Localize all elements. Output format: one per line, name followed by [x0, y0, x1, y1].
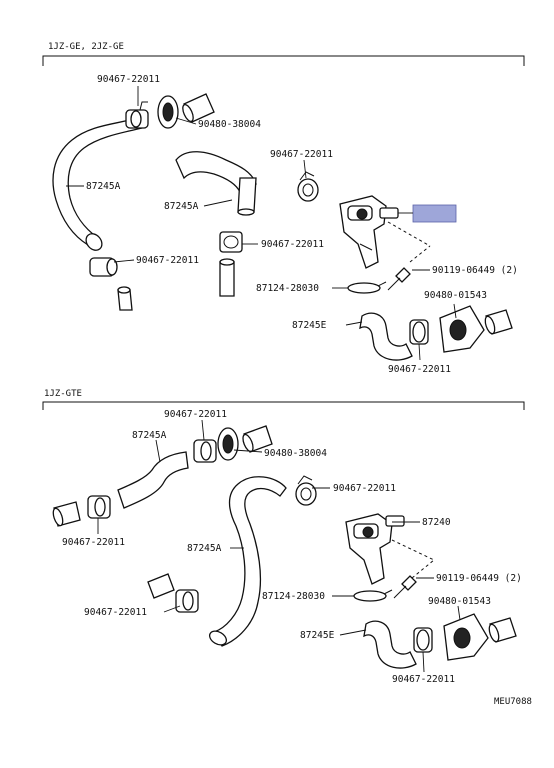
- label-s2-3: 90467-22011: [333, 483, 396, 494]
- hose-87245a-s2-long: [213, 476, 287, 647]
- label-s1-11: 87245E: [292, 320, 327, 331]
- label-s1-6: 90467-22011: [136, 255, 199, 266]
- label-s1-3: 90467-22011: [270, 149, 333, 160]
- hose-87245e-s2: [363, 620, 417, 669]
- clamp-icon-s1-top: [125, 101, 149, 129]
- clamp-icon-s2-left: [87, 495, 111, 519]
- label-s1-10: 90480-01543: [424, 290, 487, 301]
- label-s2-4: 90467-22011: [62, 537, 125, 548]
- valve-87240-icon-s1: [339, 195, 399, 269]
- section-1-title: 1JZ-GE, 2JZ-GE: [48, 42, 124, 52]
- valve-87240-icon-s2: [345, 513, 405, 585]
- label-s2-6: 87245A: [187, 543, 222, 554]
- label-s2-1: 87245A: [132, 430, 167, 441]
- clamp-icon-s1-left: [89, 257, 118, 277]
- label-s1-5: 90467-22011: [261, 239, 324, 250]
- label-s2-9: 87124-28030: [262, 591, 325, 602]
- label-s2-8: 90467-22011: [84, 607, 147, 618]
- label-s2-0: 90467-22011: [164, 409, 227, 420]
- label-s1-12: 90467-22011: [388, 364, 451, 375]
- gasket-icon-s1-top: [157, 95, 179, 129]
- section-2-frame: 1JZ-GTE: [42, 389, 525, 410]
- hose-87245e-s1: [359, 312, 413, 361]
- clamp-icon-s1-mid-low: [219, 231, 243, 253]
- gasket-flange-icon-s2: [443, 613, 489, 661]
- gasket-flange-icon-s1: [439, 305, 485, 353]
- label-s1-8: 90119-06449 (2): [432, 265, 518, 276]
- section-2-title: 1JZ-GTE: [44, 389, 82, 399]
- clamp-icon-s2-top: [193, 439, 217, 463]
- clamp-icon-s1-lower: [409, 319, 429, 345]
- label-s2-11: 87245E: [300, 630, 335, 641]
- label-s1-2: 87245A: [86, 181, 121, 192]
- clip-icon-s2: [353, 589, 393, 602]
- label-s2-12: 90467-22011: [392, 674, 455, 685]
- label-s1-4: 87245A: [164, 201, 199, 212]
- clip-icon-s1: [347, 281, 387, 294]
- label-s1-0: 90467-22011: [97, 74, 160, 85]
- label-s2-7: 90119-06449 (2): [436, 573, 522, 584]
- highlight-box-87240: [412, 204, 457, 223]
- screw-icon-s1: [387, 267, 411, 291]
- label-s2-2: 90480-38004: [264, 448, 327, 459]
- screw-icon-s2: [393, 575, 417, 599]
- label-s2-5: 87240: [422, 517, 451, 528]
- clamp-icon-s2-lower: [413, 627, 433, 653]
- leaders-s1: [66, 86, 457, 361]
- clamp-icon-s1-mid: [297, 171, 319, 202]
- clamp-icon-s2-lower-left: [175, 589, 199, 613]
- gasket-icon-s2: [217, 427, 239, 461]
- label-s2-10: 90480-01543: [428, 596, 491, 607]
- section-1-frame: 1JZ-GE, 2JZ-GE: [42, 42, 525, 66]
- clamp-icon-s2-mid: [295, 475, 317, 506]
- leaders-s2: [97, 419, 461, 673]
- label-s1-1: 90480-38004: [198, 119, 261, 130]
- label-s1-9: 87124-28030: [256, 283, 319, 294]
- hose-87245a-s2-upper: [117, 451, 189, 509]
- footer-code: MEU7088: [494, 697, 532, 707]
